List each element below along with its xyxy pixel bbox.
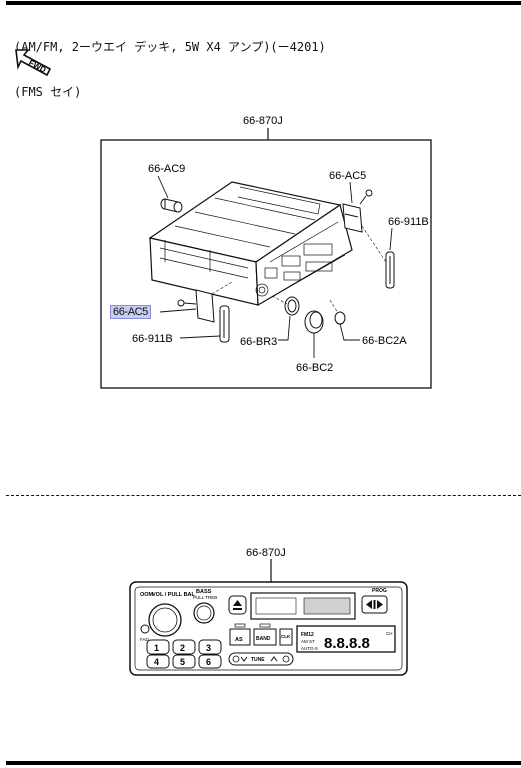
header-line-1: (AM/FM, 2ーウエイ デッキ, 5W X4 アンプ)(ー4201) — [14, 40, 326, 54]
am-label: AM ST — [301, 639, 315, 644]
part-bc2a-shape — [334, 311, 346, 325]
bass-knob[interactable] — [193, 602, 215, 624]
bass-sub-label: PULL TREB — [193, 595, 217, 600]
label-911b-right: 66-911B — [388, 216, 429, 228]
clk-button[interactable]: CLK — [279, 628, 293, 646]
front-panel-diagram: 66-870J OOM VOL / PULL BAL BASS PULL TRE… — [129, 547, 408, 676]
bottom-rule — [6, 761, 521, 765]
label-bc2: 66-BC2 — [296, 362, 333, 374]
fwd-arrow-icon: FWD — [15, 49, 52, 77]
display-window — [296, 625, 396, 653]
preset-button-5[interactable]: 5 — [172, 654, 196, 669]
band-button[interactable]: BAND — [253, 628, 277, 646]
assembly-label-bottom: 66-870J — [246, 547, 286, 559]
preset-label-2: 2 — [180, 643, 185, 653]
vol-label: VOL / PULL BAL — [152, 592, 196, 598]
fm-label: FM12 — [301, 632, 314, 638]
preset-button-6[interactable]: 6 — [198, 654, 222, 669]
section-divider — [6, 495, 521, 496]
preset-label-5: 5 — [180, 657, 185, 667]
header-text: (AM/FM, 2ーウエイ デッキ, 5W X4 アンプ)(ー4201) (FM… — [14, 10, 326, 115]
preset-button-1[interactable]: 1 — [146, 639, 170, 655]
display-digits: 8.8.8.8 — [324, 635, 370, 652]
tune-label: TUNE — [251, 657, 265, 663]
bass-label: BASS — [196, 589, 212, 595]
as-button[interactable]: AS — [229, 628, 251, 646]
label-bc2a: 66-BC2A — [362, 335, 407, 347]
part-ac5-left-shape — [177, 289, 215, 323]
volume-knob[interactable] — [148, 603, 182, 637]
header-line-2: (FMS セイ) — [14, 85, 82, 99]
tune-rocker[interactable]: TUNE — [228, 652, 294, 666]
fad-label: FAD — [140, 637, 150, 642]
assembly-label-top: 66-870J — [243, 115, 283, 127]
top-rule — [6, 1, 521, 5]
preset-button-2[interactable]: 2 — [172, 639, 196, 655]
preset-label-3: 3 — [206, 643, 211, 653]
band-label: BAND — [256, 636, 271, 642]
preset-label-6: 6 — [206, 657, 211, 667]
diagram-frame — [100, 139, 432, 389]
part-911b-left-shape — [219, 305, 230, 343]
part-br3-shape — [284, 296, 300, 316]
fader-knob[interactable] — [140, 624, 150, 634]
part-ac9-shape — [160, 198, 183, 213]
clk-label: CLK — [281, 634, 291, 639]
exploded-diagram: 66-870J 66-AC9 — [100, 115, 432, 389]
radio-unit-body — [148, 181, 353, 307]
preset-label-1: 1 — [154, 643, 159, 653]
label-ac5-left[interactable]: 66-AC5 — [110, 305, 151, 319]
as-label: AS — [235, 637, 243, 643]
auto-label: AUTO-S — [301, 646, 318, 651]
preset-button-4[interactable]: 4 — [146, 654, 170, 669]
label-br3: 66-BR3 — [240, 336, 277, 348]
eject-button[interactable] — [228, 595, 247, 615]
preset-label-4: 4 — [154, 657, 159, 667]
vol-prefix: OOM — [140, 592, 154, 598]
label-911b-left: 66-911B — [132, 333, 173, 345]
part-ac5-right-shape — [342, 203, 363, 233]
prog-button[interactable] — [361, 595, 388, 614]
label-ac5-right: 66-AC5 — [329, 170, 366, 182]
part-911b-right-shape — [385, 251, 395, 289]
preset-button-3[interactable]: 3 — [198, 639, 222, 655]
ch-label: CH — [386, 631, 393, 636]
label-ac9: 66-AC9 — [148, 163, 185, 175]
prog-label: PROG — [372, 588, 387, 594]
part-bc2-shape — [304, 310, 324, 334]
